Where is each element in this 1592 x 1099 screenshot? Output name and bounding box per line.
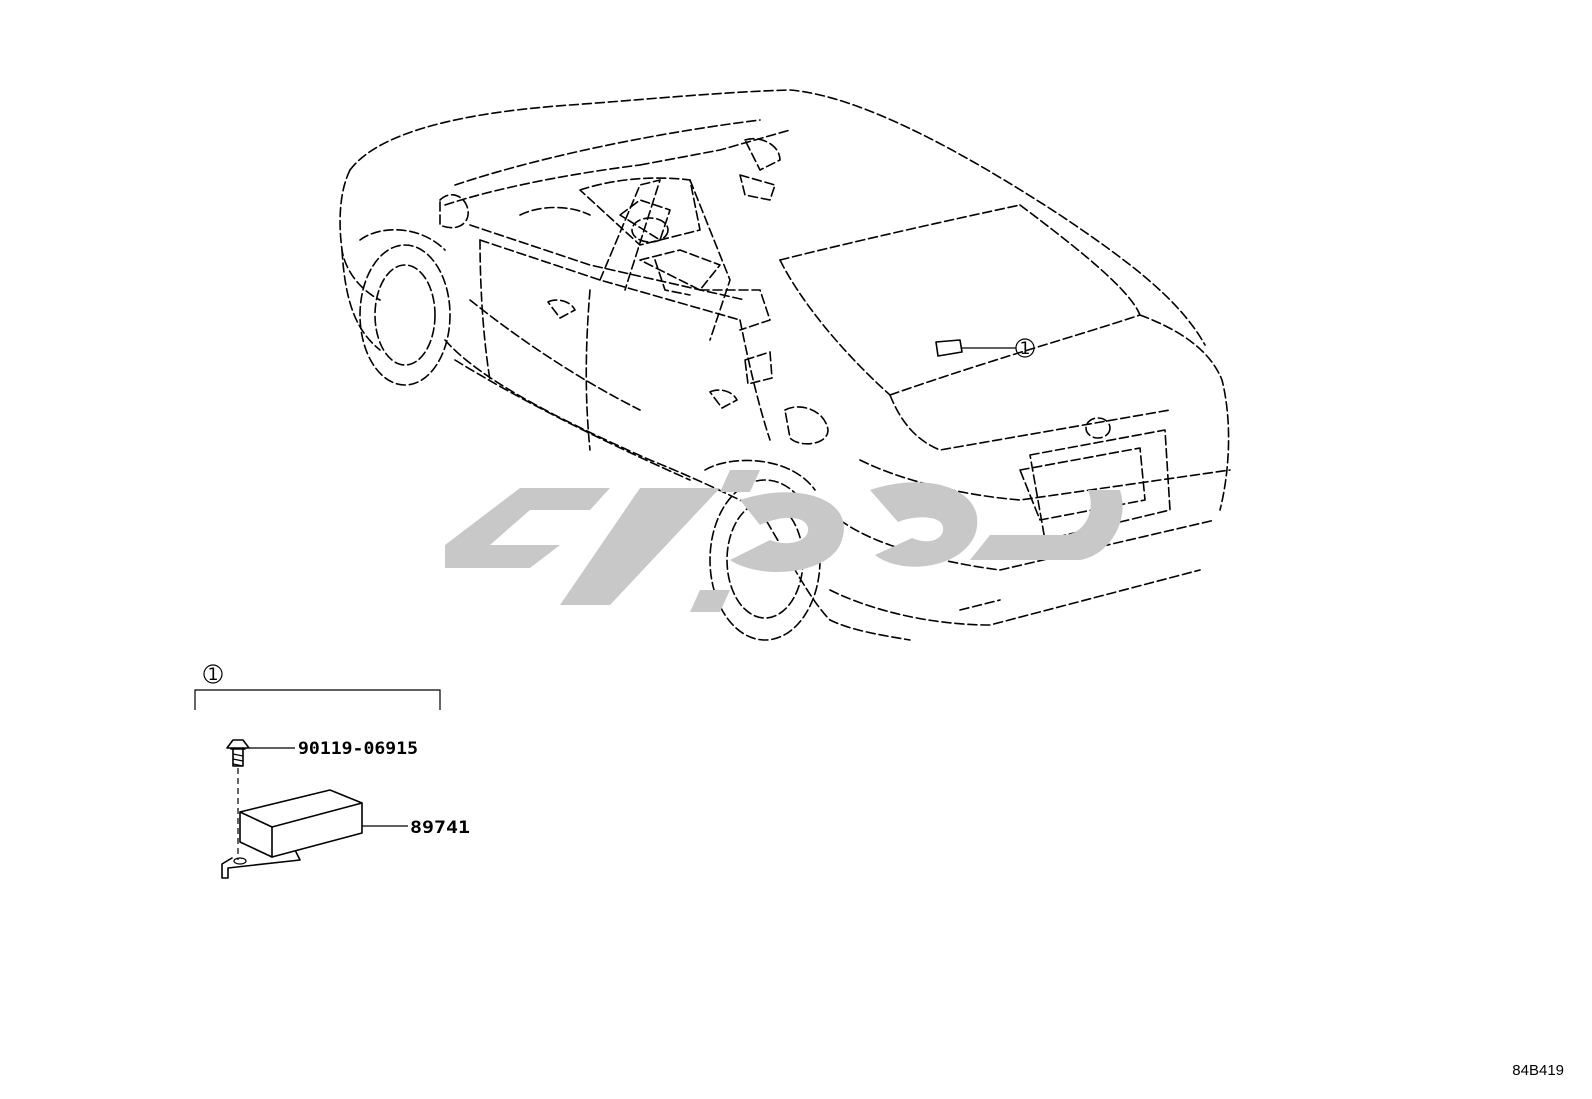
- group-callout-number: 1: [208, 665, 219, 685]
- detail-group: 1 90119-06915 89741: [194, 664, 470, 879]
- watermark-logo: [445, 470, 1123, 612]
- bolt-part-number: 90119-06915: [298, 739, 418, 759]
- control-module-icon: [221, 789, 363, 879]
- car-callout-marker: 1: [1015, 338, 1035, 359]
- module-part-number: 89741: [410, 818, 470, 838]
- bolt-icon: [226, 739, 250, 860]
- diagram-reference-code: 84B419: [1512, 1062, 1564, 1079]
- car-module-location: [935, 339, 1016, 357]
- car-callout-number: 1: [1020, 339, 1031, 359]
- group-bracket: [194, 689, 441, 710]
- car-outline: [339, 89, 1231, 641]
